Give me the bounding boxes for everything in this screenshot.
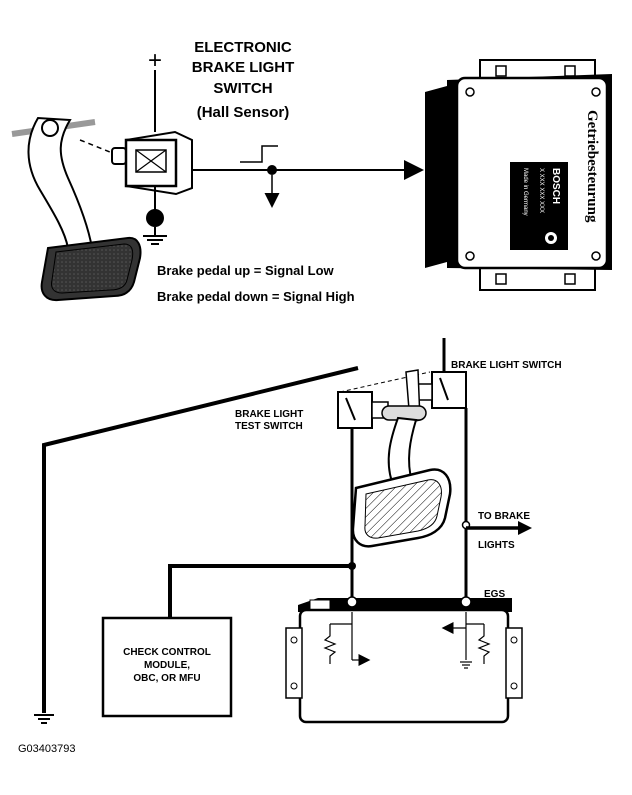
mount-hole-3 (495, 273, 507, 285)
egs-mount-left (285, 627, 303, 699)
egs-hole-2 (290, 682, 298, 690)
transmission-module-top: Getriebesteurung BOSCH X XXX XXX XXX Mad… (425, 59, 612, 291)
egs-hole-4 (510, 682, 518, 690)
module-label: Getriebesteurung (584, 110, 600, 223)
bottom-diagram: BRAKE LIGHT SWITCH BRAKE LIGHT TEST SWIT… (34, 338, 562, 724)
step-signal-icon (240, 145, 278, 163)
pedal-arm (27, 116, 94, 249)
module-screw-1 (465, 87, 475, 97)
brake-switch-body (431, 371, 467, 409)
egs-right-resistor (477, 624, 491, 664)
egs-hole-1 (290, 636, 298, 644)
egs-hole-3 (510, 636, 518, 644)
check-control-label-line3: OBC, OR MFU (133, 673, 200, 684)
test-switch-label-line2: TEST SWITCH (235, 421, 303, 432)
brake-pedal-bottom (351, 369, 452, 548)
plus-sign: + (148, 47, 162, 74)
egs-body (298, 608, 510, 724)
egs-pin-right (460, 596, 472, 608)
mount-hole-1 (495, 65, 507, 77)
bosch-label-plate (510, 162, 568, 250)
egs-label: EGS (484, 589, 505, 600)
pedal-lever-bottom (387, 416, 418, 483)
to-brake-label-line2: LIGHTS (478, 540, 515, 551)
top-diagram: ELECTRONIC BRAKE LIGHT SWITCH (Hall Sens… (11, 39, 612, 304)
egs-module (285, 596, 523, 724)
switch-element (135, 149, 167, 173)
brake-light-switch-label: BRAKE LIGHT SWITCH (451, 360, 562, 371)
pedal-pad-surface (51, 243, 134, 294)
bosch-origin: Made in Germany (522, 168, 528, 216)
switch-bracket-dashline (339, 371, 431, 393)
pedal-pad-mesh (364, 479, 442, 539)
module-mount-bottom (479, 267, 596, 291)
switch-plunger (111, 147, 127, 165)
to-brake-label-line1: TO BRAKE (478, 511, 530, 522)
switch-title-line4: (Hall Sensor) (197, 104, 290, 121)
module-screw-3 (465, 251, 475, 261)
check-control-label-line2: MODULE, (144, 660, 190, 671)
ground-wire-long (42, 366, 359, 713)
mount-hole-4 (564, 273, 576, 285)
figure-id: G03403793 (18, 743, 76, 755)
egs-pin-left (346, 596, 358, 608)
switch-title-line1: ELECTRONIC (194, 39, 292, 56)
egs-mount-right (505, 627, 523, 699)
module-connector (425, 86, 447, 268)
bosch-brand: BOSCH (550, 168, 561, 204)
caption-pedal-down: Brake pedal down = Signal High (157, 289, 355, 304)
switch-element-diag2 (135, 149, 167, 173)
hall-sensor-switch (111, 130, 193, 245)
test-switch-assembly (337, 371, 431, 600)
egs-left-resistor (323, 624, 337, 664)
test-switch-body (337, 391, 373, 429)
switch-title-line3: SWITCH (213, 80, 272, 97)
pedal-to-switch-dashline (79, 139, 121, 157)
switch-title-line2: BRAKE LIGHT (192, 59, 295, 76)
test-switch-contact (345, 397, 356, 421)
module-screw-4 (591, 251, 601, 261)
ground-junction (146, 209, 164, 227)
signal-junction (267, 165, 277, 175)
module-screw-2 (591, 87, 601, 97)
bosch-logo-center (548, 235, 554, 241)
check-control-module (101, 616, 233, 718)
brake-light-switch-assembly (415, 338, 468, 600)
brake-pedal-top (11, 116, 142, 302)
bosch-part-number: X XXX XXX XXX (538, 168, 544, 213)
to-brake-lights-arrow-icon (518, 521, 532, 535)
caption-pedal-up: Brake pedal up = Signal Low (157, 263, 335, 278)
brake-switch-contact (439, 377, 449, 401)
switch-housing (124, 138, 178, 188)
check-control-label-line1: CHECK CONTROL (123, 647, 211, 658)
check-control-wire (168, 564, 352, 620)
pedal-pivot (41, 119, 59, 137)
test-switch-label-line1: BRAKE LIGHT (235, 409, 303, 420)
